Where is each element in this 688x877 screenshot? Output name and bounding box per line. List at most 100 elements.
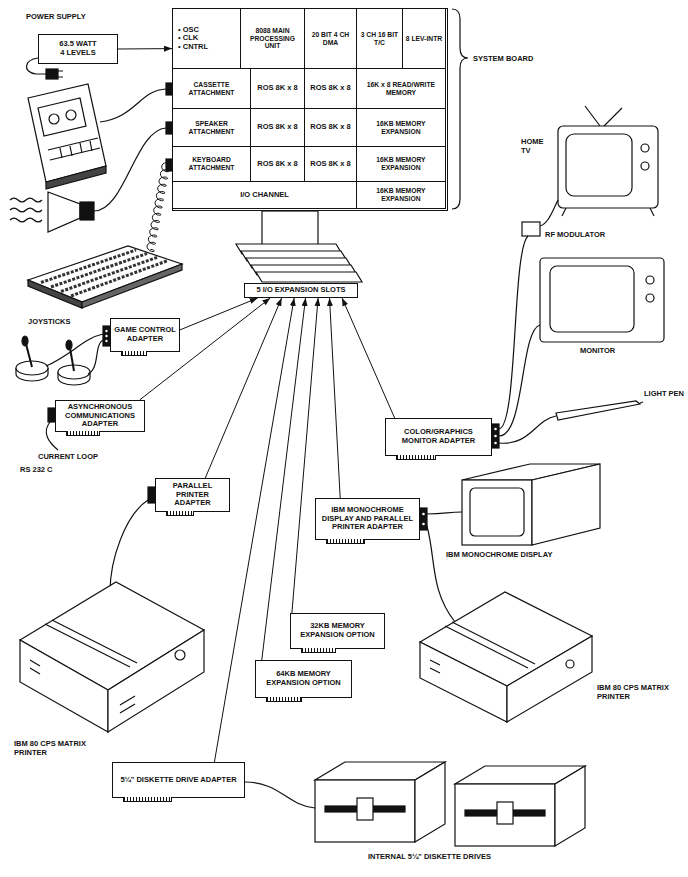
display-cable xyxy=(427,512,462,514)
device-label: HOME TV xyxy=(521,138,555,155)
cassette-recorder-illustration xyxy=(49,114,59,124)
monitor-cable xyxy=(499,325,540,436)
joystick-illustration xyxy=(26,344,32,367)
node-text: SPEAKER ATTACHMENT xyxy=(175,120,248,136)
adapter-connector xyxy=(48,326,499,530)
adapter-connector xyxy=(148,487,155,503)
diskette-drive-illustration xyxy=(415,762,445,842)
cassette-recorder-illustration xyxy=(38,98,86,136)
power-supply-box: POWER SUPPLY63.5 WATT 4 LEVELS xyxy=(38,34,118,64)
connector-arrow xyxy=(292,298,318,613)
diskette-cable xyxy=(245,782,315,808)
printer-cable xyxy=(110,500,148,592)
monochrome-display-illustration xyxy=(532,464,600,545)
joystick-illustration xyxy=(22,336,28,346)
adapter-connector xyxy=(492,424,499,448)
adapter-connector xyxy=(48,408,55,422)
diskette-drive-illustration xyxy=(497,802,513,824)
matrix-printer-illustration xyxy=(20,640,108,732)
node-text: 8088 MAIN PROCESSING UNIT xyxy=(243,27,302,50)
node-text: ROS 8K x 8 xyxy=(257,84,297,93)
expansion-slot-illustration xyxy=(256,272,362,282)
adapter-card: GAME CONTROL ADAPTER xyxy=(110,318,180,352)
board-cell: 3 CH 16 BIT T/C xyxy=(357,9,403,69)
home-tv-illustration xyxy=(558,106,658,216)
matrix-printer-illustration xyxy=(420,592,592,722)
heading-text: SYSTEM BOARD xyxy=(473,55,533,64)
cassette-recorder-illustration xyxy=(46,166,106,189)
device-label: LIGHT PEN xyxy=(644,390,684,399)
connector-arrow xyxy=(330,298,341,498)
light-pen-illustration xyxy=(556,401,643,420)
adapter-connector xyxy=(422,513,425,516)
joystick-illustration xyxy=(16,336,90,385)
tv-cable xyxy=(540,200,558,226)
board-cell: 16KB MEMORY EXPANSION xyxy=(357,182,446,209)
connector-arrow xyxy=(205,298,281,478)
speaker-illustration xyxy=(48,192,94,232)
device-label: CURRENT LOOP xyxy=(38,453,98,462)
home-tv-illustration xyxy=(566,134,632,196)
node-text: 20 BIT 4 CH DMA xyxy=(307,31,354,47)
diskette-drive-illustration xyxy=(315,780,415,842)
adapter-connector xyxy=(422,523,425,526)
monochrome-display-illustration xyxy=(470,488,524,536)
matrix-printer-illustration xyxy=(20,582,204,732)
rf-cable xyxy=(499,236,528,429)
light-pen-cable xyxy=(499,416,556,443)
expansion-slot-illustration xyxy=(236,211,362,282)
node-text: ROS 8K x 8 xyxy=(310,123,350,132)
node-text: 3 CH 16 BIT T/C xyxy=(359,31,400,47)
matrix-printer-illustration xyxy=(430,622,535,673)
node-text: 63.5 WATT 4 LEVELS xyxy=(42,40,114,57)
adapter-card: PARALLEL PRINTER ADAPTER xyxy=(155,478,230,512)
adapter-connector xyxy=(494,435,497,438)
matrix-printer-illustration xyxy=(420,642,507,722)
node-text: ROS 8K x 8 xyxy=(257,123,297,132)
node-text: 64KB MEMORY EXPANSION OPTION xyxy=(259,670,348,687)
device-label: IBM MONOCHROME DISPLAY xyxy=(446,551,552,560)
board-cell: 8 LEV-INTR xyxy=(403,9,446,69)
power-cord xyxy=(46,69,58,79)
keyboard-coil-cable xyxy=(147,163,169,252)
node-text: • OSC • CLK • CNTRL xyxy=(178,26,218,52)
board-cell: CASSETTE ATTACHMENT xyxy=(173,69,251,109)
adapter-connector xyxy=(105,335,107,337)
board-cell: ROS 8K x 8 xyxy=(251,147,305,182)
matrix-printer-illustration xyxy=(30,620,137,713)
node-text: 16KB MEMORY EXPANSION xyxy=(359,156,443,172)
board-cell: 16KB MEMORY EXPANSION xyxy=(357,109,446,147)
node-text: 16KB MEMORY EXPANSION xyxy=(359,187,443,203)
monitor-illustration xyxy=(550,266,634,332)
board-cell: 16KB MEMORY EXPANSION xyxy=(357,147,446,182)
connector-arrow xyxy=(118,48,172,49)
home-tv-illustration xyxy=(562,106,654,216)
board-cell: ROS 8K x 8 xyxy=(251,109,305,147)
sound-waves xyxy=(10,198,42,222)
cassette-recorder-illustration xyxy=(28,84,106,189)
device-label: INTERNAL 5¼" DISKETTE DRIVES xyxy=(368,853,491,862)
node-text: ROS 8K x 8 xyxy=(310,160,350,169)
monitor-illustration xyxy=(540,258,664,342)
speaker-cable xyxy=(94,128,166,211)
node-text: 16KB MEMORY EXPANSION xyxy=(359,120,443,136)
printer-cable xyxy=(427,526,455,622)
home-tv-illustration xyxy=(558,126,658,208)
node-text: 16K x 8 READ/WRITE MEMORY xyxy=(359,81,443,97)
matrix-printer-illustration xyxy=(507,636,592,722)
speaker-illustration xyxy=(80,202,94,220)
board-cell: ROS 8K x 8 xyxy=(251,69,305,109)
device-label: IBM 80 CPS MATRIX PRINTER xyxy=(597,684,675,701)
heading-text: POWER SUPPLY xyxy=(26,13,86,22)
monitor-illustration xyxy=(646,276,654,284)
diskette-drive-illustration xyxy=(357,798,373,820)
board-cell: • OSC • CLK • CNTRL xyxy=(173,9,241,69)
keyboard-illustration xyxy=(41,250,168,296)
cassette-recorder-illustration xyxy=(66,110,76,120)
illustration-group xyxy=(10,9,664,846)
cassette-recorder-illustration xyxy=(28,84,106,182)
diskette-drive-illustration xyxy=(315,762,585,846)
home-tv-illustration xyxy=(641,162,649,170)
node-text: ROS 8K x 8 xyxy=(310,84,350,93)
